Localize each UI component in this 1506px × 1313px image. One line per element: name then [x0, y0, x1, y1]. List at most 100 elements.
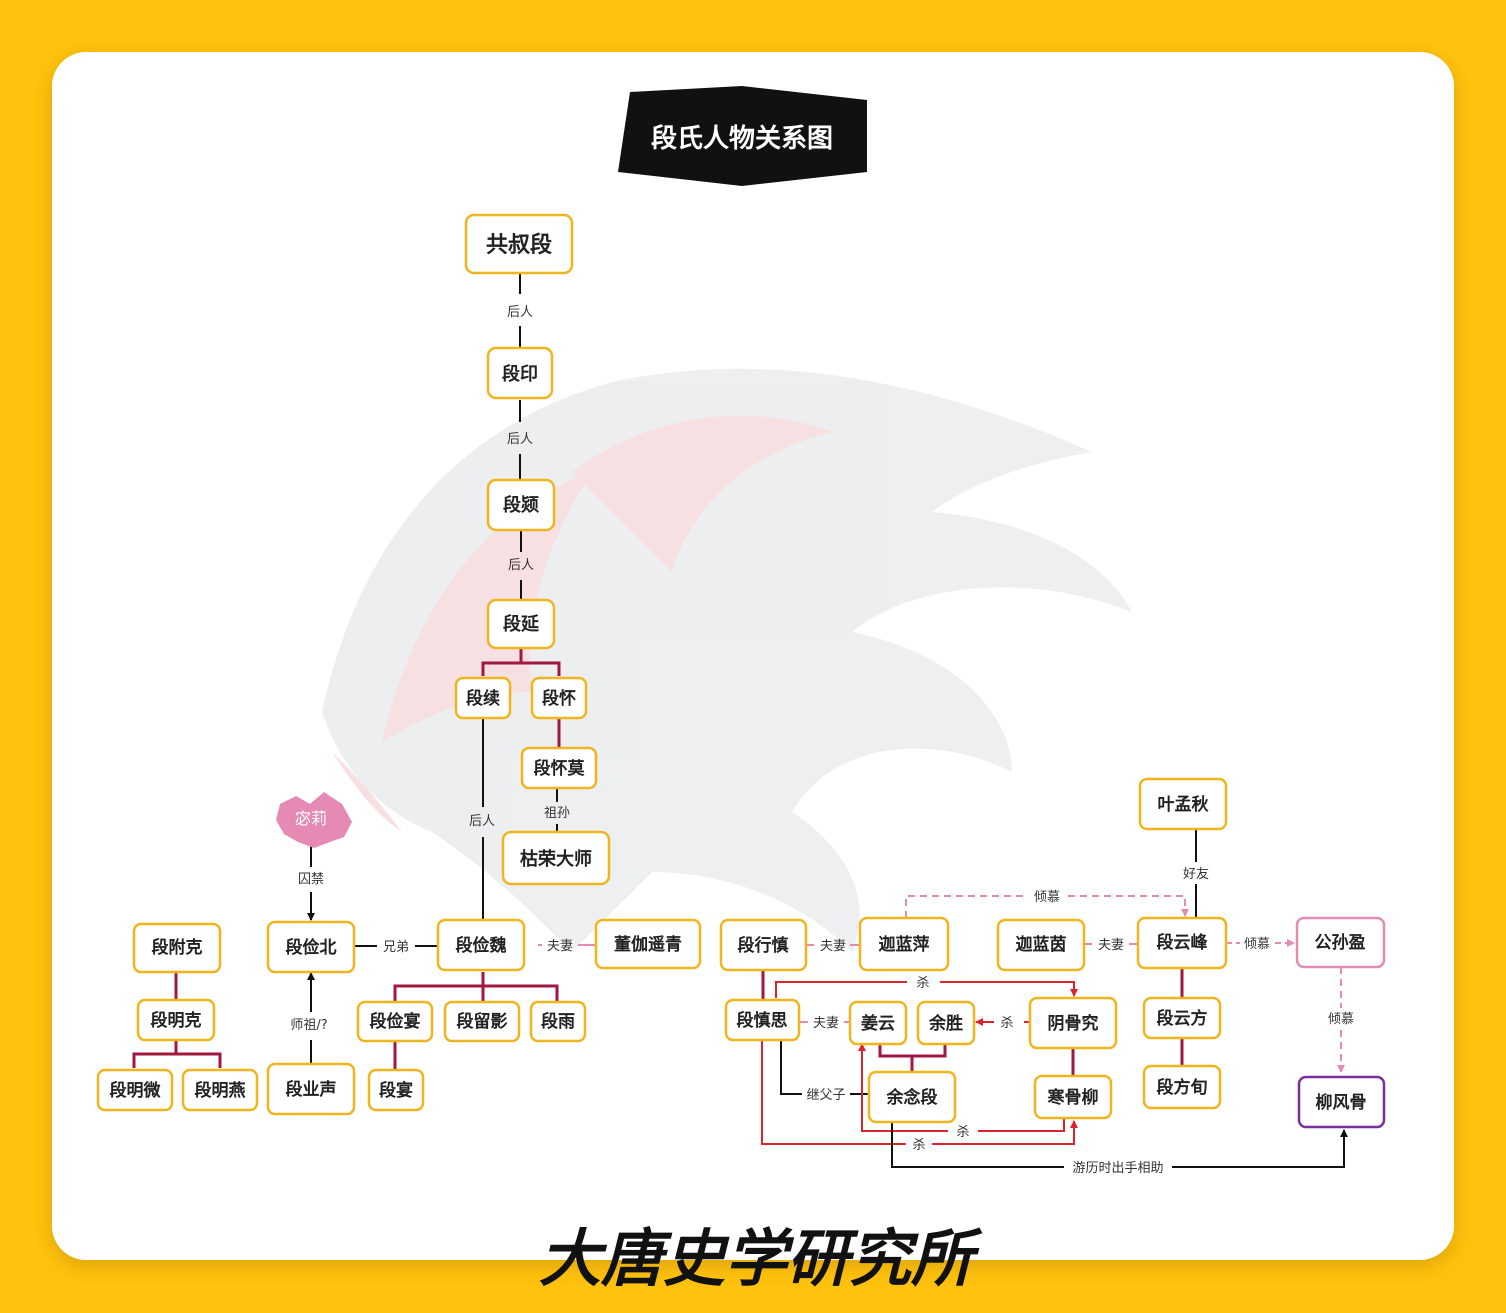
node-label: 迦蓝茵 — [1016, 934, 1067, 955]
node-label: 段明克 — [151, 1010, 202, 1031]
diagram-card: 段氏人物关系图 — [52, 52, 1454, 1260]
node-label: 段雨 — [541, 1011, 575, 1032]
node-label: 迦蓝萍 — [879, 934, 930, 955]
node-yemengqiu[interactable]: 叶孟秋 — [1138, 777, 1228, 831]
label-zusun: 祖孙 — [544, 806, 570, 821]
node-label: 段怀 — [542, 688, 576, 709]
node-label: 共叔段 — [486, 232, 552, 258]
label-houren-3: 后人 — [508, 558, 534, 573]
node-label: 枯荣大师 — [520, 848, 592, 870]
node-label: 段留影 — [457, 1011, 508, 1032]
node-duanjianbei[interactable]: 段俭北 — [266, 920, 356, 974]
watermark-emblem — [322, 368, 1132, 952]
node-mili[interactable]: 宓莉 — [276, 792, 352, 848]
node-jialanping[interactable]: 迦蓝萍 — [858, 916, 950, 972]
label-fuqi-4: 夫妻 — [1098, 938, 1124, 953]
node-gongshuduan[interactable]: 共叔段 — [464, 213, 574, 275]
node-label: 段行慎 — [738, 935, 789, 956]
label-sha-1: 杀 — [916, 976, 929, 991]
node-label: 段宴 — [379, 1080, 413, 1101]
node-kurongdashi[interactable]: 枯荣大师 — [501, 830, 611, 886]
node-liufenggu[interactable]: 柳风骨 — [1297, 1075, 1386, 1129]
node-label: 段明燕 — [195, 1080, 246, 1101]
node-label: 段俭魏 — [456, 935, 507, 956]
node-label: 段俭北 — [286, 937, 337, 958]
node-duanying[interactable]: 段颎 — [486, 478, 556, 532]
node-label: 段方旬 — [1157, 1077, 1208, 1098]
node-duanmingke[interactable]: 段明克 — [136, 998, 216, 1042]
node-label: 段印 — [502, 363, 538, 385]
node-label: 段附克 — [152, 937, 203, 958]
title-banner: 段氏人物关系图 — [618, 86, 867, 186]
label-sha-3: 杀 — [956, 1125, 969, 1140]
node-label: 阴骨究 — [1048, 1013, 1099, 1034]
label-qingmu-3: 倾慕 — [1328, 1012, 1354, 1027]
node-label: 余念段 — [886, 1087, 938, 1108]
label-fuqi-2: 夫妻 — [820, 939, 846, 954]
nodes: 共叔段 段印 段颎 段延 段续 段怀 段怀莫 枯荣大师 — [96, 213, 1386, 1129]
node-yusheng[interactable]: 余胜 — [916, 1000, 976, 1046]
node-label: 段明微 — [110, 1080, 162, 1101]
label-houren-1: 后人 — [507, 305, 533, 320]
label-houren-2: 后人 — [507, 432, 533, 447]
label-fuqi-1: 夫妻 — [547, 939, 573, 954]
node-yunianduan[interactable]: 余念段 — [867, 1070, 957, 1124]
node-duanyan[interactable]: 段延 — [486, 598, 556, 650]
node-label: 董伽遥青 — [614, 934, 682, 955]
node-duanjianyan[interactable]: 段俭宴 — [356, 1000, 434, 1043]
node-duanyan2[interactable]: 段宴 — [367, 1068, 425, 1112]
node-duanyunfang[interactable]: 段云方 — [1142, 996, 1222, 1040]
label-haoyou: 好友 — [1183, 866, 1209, 882]
edge-labels: 后人 后人 后人 后人 祖孙 囚禁 兄弟 师祖/? 夫妻 夫妻 夫妻 夫妻 倾慕… — [290, 305, 1354, 1176]
node-duanmingwei[interactable]: 段明微 — [96, 1068, 174, 1112]
node-label: 段云方 — [1157, 1008, 1208, 1029]
node-duanyesheng[interactable]: 段业声 — [266, 1062, 356, 1116]
node-duanliuying[interactable]: 段留影 — [443, 1000, 521, 1043]
node-duanhuai[interactable]: 段怀 — [530, 676, 588, 720]
node-label: 余胜 — [928, 1013, 963, 1034]
node-label: 段延 — [503, 613, 540, 635]
node-label: 柳风骨 — [1316, 1092, 1367, 1113]
label-xiongdi: 兄弟 — [383, 940, 409, 955]
node-gongsunying[interactable]: 公孙盈 — [1295, 916, 1386, 969]
node-label: 段怀莫 — [534, 758, 586, 779]
node-label: 寒骨柳 — [1048, 1087, 1099, 1108]
node-duanhuaimo[interactable]: 段怀莫 — [520, 746, 598, 790]
node-duanmingyan[interactable]: 段明燕 — [181, 1068, 259, 1112]
label-youli: 游历时出手相助 — [1072, 1161, 1163, 1176]
node-duanxingshen[interactable]: 段行慎 — [719, 918, 808, 972]
node-label: 段云峰 — [1157, 932, 1209, 953]
node-label: 叶孟秋 — [1158, 794, 1210, 815]
label-qinjin: 囚禁 — [298, 872, 324, 887]
node-duanjianwei[interactable]: 段俭魏 — [436, 918, 526, 972]
node-label: 段续 — [466, 688, 500, 709]
node-duanfangxun[interactable]: 段方旬 — [1142, 1064, 1222, 1110]
node-duanfuke[interactable]: 段附克 — [132, 922, 222, 974]
label-fuqi-3: 夫妻 — [813, 1016, 839, 1031]
node-label: 公孙盈 — [1315, 932, 1366, 953]
node-jialanyin[interactable]: 迦蓝茵 — [996, 918, 1086, 972]
node-label: 段俭宴 — [370, 1011, 421, 1032]
node-duanyunfeng[interactable]: 段云峰 — [1136, 916, 1228, 970]
label-sha-2: 杀 — [1000, 1016, 1013, 1031]
label-houren-4: 后人 — [469, 814, 495, 829]
node-duanyu[interactable]: 段雨 — [529, 1000, 587, 1043]
node-label: 姜云 — [861, 1013, 895, 1034]
edges — [132, 273, 1348, 1168]
label-qingmu-2: 倾慕 — [1244, 937, 1270, 952]
page-title: 段氏人物关系图 — [651, 123, 833, 154]
label-sha-4: 杀 — [912, 1138, 925, 1153]
node-duanyin[interactable]: 段印 — [486, 346, 554, 400]
node-duanxu[interactable]: 段续 — [454, 676, 512, 720]
node-yinguji[interactable]: 阴骨究 — [1028, 996, 1118, 1050]
label-jifuzi: 继父子 — [806, 1088, 845, 1103]
node-duanshensi[interactable]: 段慎思 — [724, 998, 801, 1042]
node-hanguliu[interactable]: 寒骨柳 — [1033, 1074, 1113, 1120]
node-label: 段业声 — [286, 1079, 337, 1100]
node-dongjiayaoqing[interactable]: 董伽遥青 — [594, 918, 702, 970]
label-qingmu-1: 倾慕 — [1034, 890, 1060, 905]
relationship-diagram: 段氏人物关系图 — [96, 86, 1386, 1176]
node-jiangyun[interactable]: 姜云 — [848, 1000, 908, 1046]
node-label: 宓莉 — [295, 809, 327, 828]
label-shizu: 师祖/? — [290, 1018, 327, 1033]
